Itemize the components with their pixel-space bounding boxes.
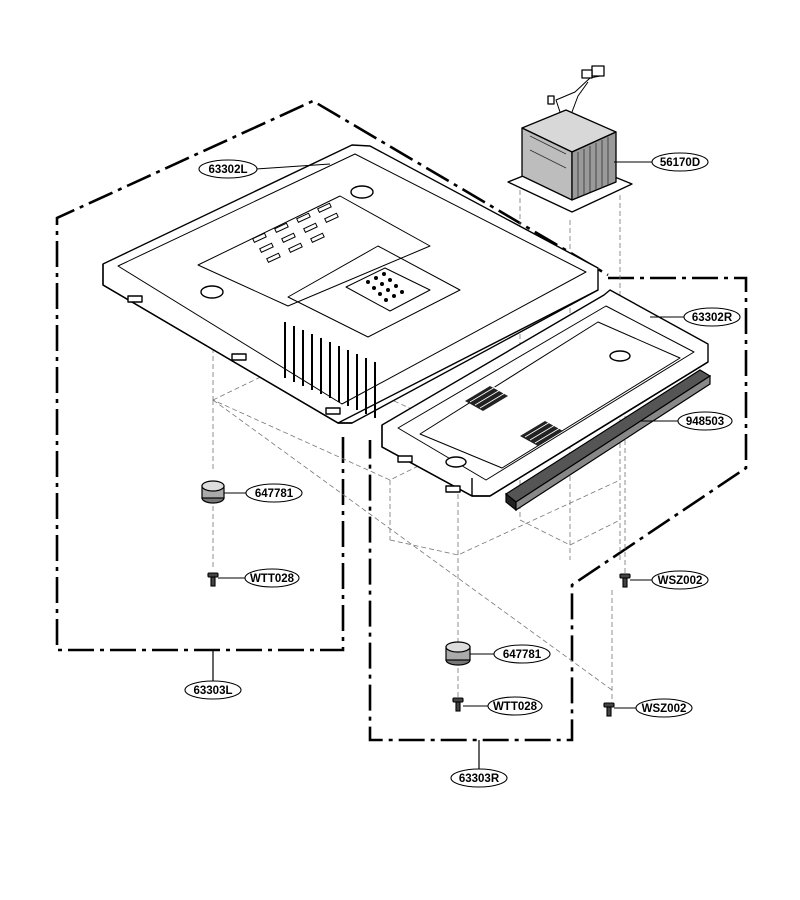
callout-647781-left: 647781 bbox=[245, 483, 303, 503]
left-plate-side-louvers bbox=[284, 322, 376, 418]
left-assembly-boundary bbox=[55, 99, 609, 652]
screw-WTT028-right bbox=[452, 697, 464, 712]
callout-WTT028-left-text: WTT028 bbox=[250, 573, 295, 585]
screw-WSZ002-lower bbox=[603, 702, 615, 717]
callout-63303L: 63303L bbox=[184, 680, 242, 700]
callout-WTT028-left: WTT028 bbox=[244, 568, 300, 588]
callout-63302R: 63302R bbox=[683, 307, 741, 327]
callout-63302L: 63302L bbox=[198, 159, 258, 179]
transformer bbox=[507, 65, 633, 213]
gasket-strip bbox=[504, 369, 712, 512]
right-assembly-boundary bbox=[368, 276, 748, 742]
callout-63303L-text: 63303L bbox=[193, 685, 232, 697]
callout-948503: 948503 bbox=[677, 411, 733, 431]
callout-63302L-text: 63302L bbox=[208, 164, 247, 176]
foot-647781-right bbox=[445, 641, 471, 666]
callout-647781-left-text: 647781 bbox=[255, 488, 294, 500]
callout-WSZ002-lower: WSZ002 bbox=[635, 698, 693, 718]
callout-63303R: 63303R bbox=[450, 768, 508, 788]
right-base-plate bbox=[381, 289, 709, 497]
screw-WSZ002-upper bbox=[619, 573, 631, 588]
left-base-plate bbox=[102, 144, 599, 424]
callout-56170D: 56170D bbox=[651, 152, 709, 172]
left-plate-slots bbox=[252, 202, 339, 264]
foot-647781-left bbox=[201, 480, 225, 504]
left-plate-vent-grid bbox=[366, 272, 404, 302]
right-plate-vent-grid-pattern bbox=[469, 386, 561, 444]
callout-63303R-text: 63303R bbox=[459, 773, 500, 785]
screw-WTT028-left bbox=[207, 572, 219, 587]
callout-WSZ002-upper-text: WSZ002 bbox=[658, 575, 703, 587]
callout-647781-right-text: 647781 bbox=[503, 649, 542, 661]
callout-56170D-text: 56170D bbox=[660, 157, 700, 169]
callout-63302R-text: 63302R bbox=[692, 312, 733, 324]
callout-WSZ002-lower-text: WSZ002 bbox=[642, 703, 687, 715]
callout-647781-right: 647781 bbox=[493, 644, 551, 664]
callout-WSZ002-upper: WSZ002 bbox=[651, 570, 709, 590]
callout-WTT028-right-text: WTT028 bbox=[493, 701, 538, 713]
callout-WTT028-right: WTT028 bbox=[487, 696, 543, 716]
leader-lines bbox=[218, 161, 684, 709]
callout-948503-text: 948503 bbox=[686, 416, 724, 428]
